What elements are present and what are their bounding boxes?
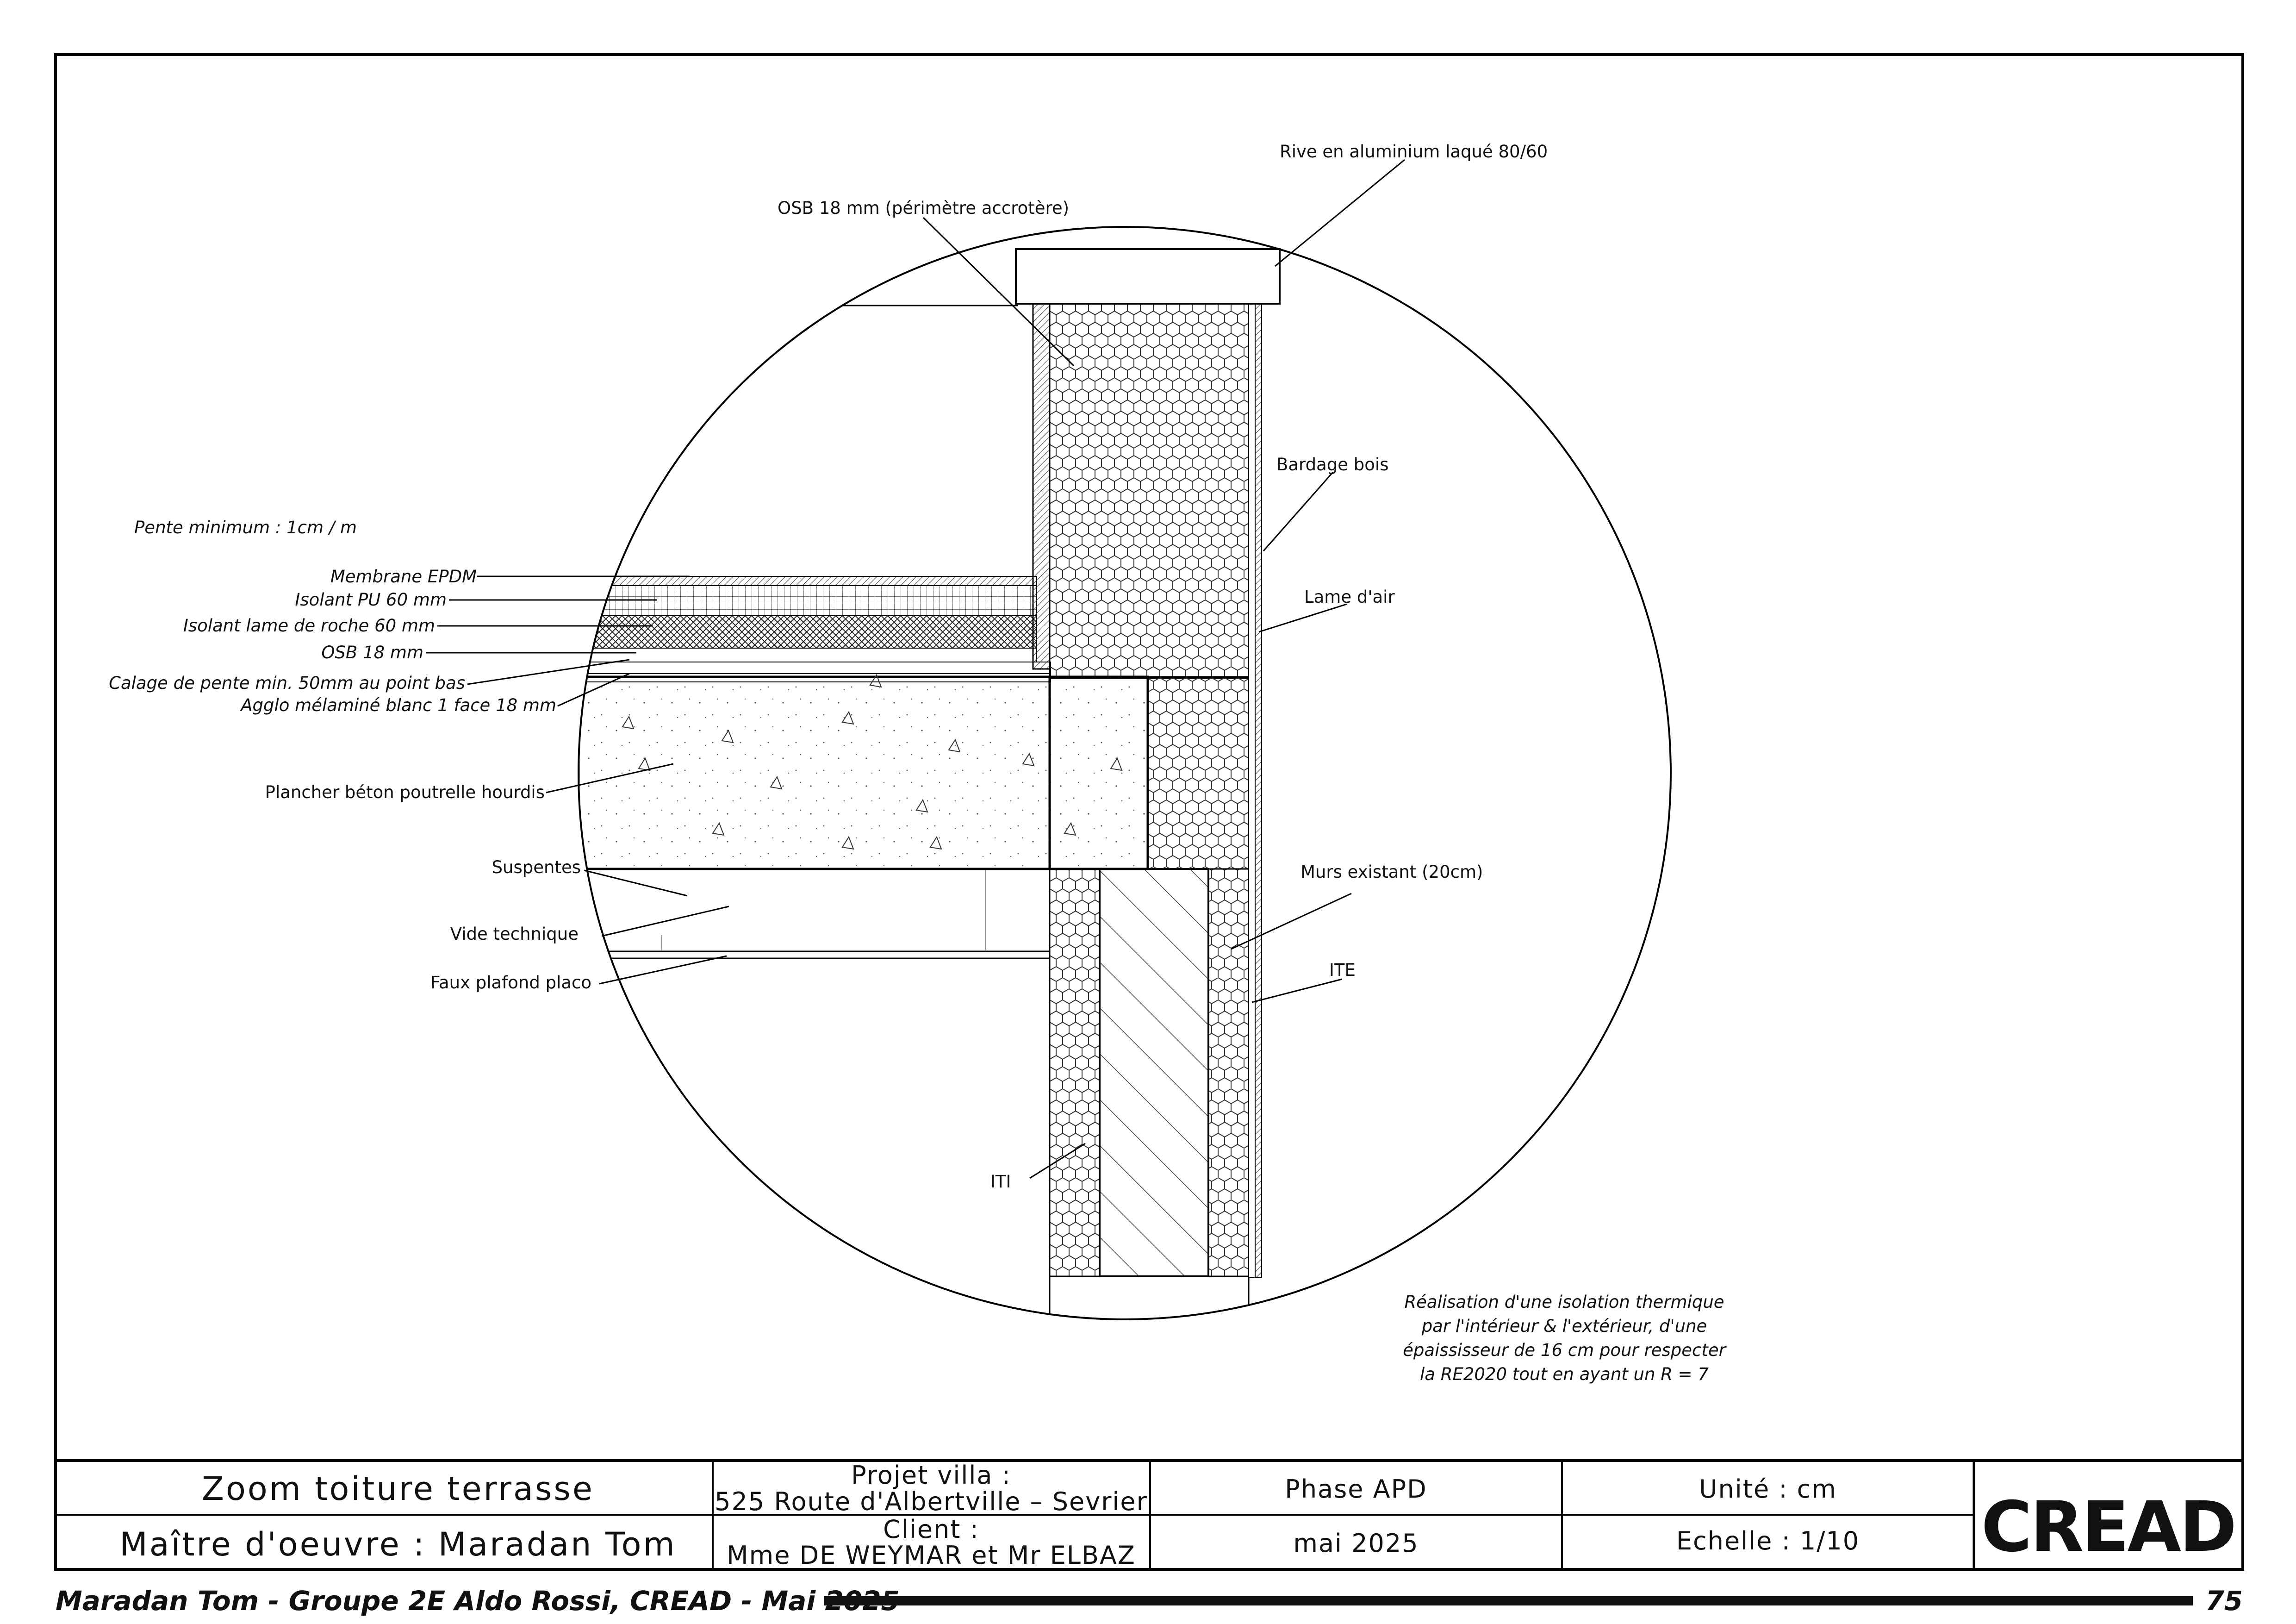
label-murs: Murs existant (20cm) xyxy=(1300,862,1483,882)
drawing-title: Zoom toiture terrasse xyxy=(202,1470,594,1508)
label-membrane: Membrane EPDM xyxy=(330,567,477,587)
label-vide: Vide technique xyxy=(450,924,579,944)
label-faux-plafond: Faux plafond placo xyxy=(430,973,591,993)
leader-lines xyxy=(426,159,1405,1179)
projet-label: Projet villa : xyxy=(851,1461,1011,1490)
label-rive: Rive en aluminium laqué 80/60 xyxy=(1280,142,1548,162)
label-calage: Calage de pente min. 50mm au point bas xyxy=(109,673,465,693)
label-osb-perimetre: OSB 18 mm (périmètre accrotère) xyxy=(778,198,1069,218)
zoom-detail xyxy=(578,226,1672,1320)
client-label: Client : xyxy=(883,1515,979,1544)
projet-address: 525 Route d'Albertville – Sevrier xyxy=(715,1487,1148,1516)
thermal-note: Réalisation d'une isolation thermique pa… xyxy=(1403,1292,1727,1384)
phase: Phase APD xyxy=(1285,1474,1427,1504)
date: mai 2025 xyxy=(1293,1529,1419,1558)
maitre-oeuvre: Maître d'oeuvre : Maradan Tom xyxy=(119,1525,676,1563)
svg-text:épaississeur de 16 cm pour res: épaississeur de 16 cm pour respecter xyxy=(1403,1340,1727,1360)
client-names: Mme DE WEYMAR et Mr ELBAZ xyxy=(727,1541,1136,1570)
label-suspentes: Suspentes xyxy=(492,857,581,877)
label-agglo: Agglo mélaminé blanc 1 face 18 mm xyxy=(240,695,556,715)
label-bardage: Bardage bois xyxy=(1276,455,1388,475)
svg-text:par l'intérieur & l'extérieur,: par l'intérieur & l'extérieur, d'une xyxy=(1421,1316,1707,1336)
svg-text:la RE2020 tout en ayant un R =: la RE2020 tout en ayant un R = 7 xyxy=(1420,1364,1709,1384)
page-footer: Maradan Tom - Groupe 2E Aldo Rossi, CREA… xyxy=(56,1585,2243,1617)
label-lame-air: Lame d'air xyxy=(1304,587,1395,607)
label-ite: ITE xyxy=(1329,960,1356,980)
echelle: Echelle : 1/10 xyxy=(1676,1526,1860,1555)
label-iti: ITI xyxy=(990,1172,1011,1192)
unite: Unité : cm xyxy=(1699,1474,1837,1504)
footer-rule xyxy=(824,1596,2193,1605)
label-isolant-pu: Isolant PU 60 mm xyxy=(295,590,447,610)
title-block: Zoom toiture terrasse Maître d'oeuvre : … xyxy=(56,1459,2243,1570)
label-osb18: OSB 18 mm xyxy=(321,643,423,662)
label-plancher: Plancher béton poutrelle hourdis xyxy=(265,782,545,802)
svg-text:Réalisation d'une isolation th: Réalisation d'une isolation thermique xyxy=(1404,1292,1724,1312)
label-isolant-roche: Isolant lame de roche 60 mm xyxy=(183,616,435,636)
label-pente: Pente minimum : 1cm / m xyxy=(134,518,357,537)
material-labels: Rive en aluminium laqué 80/60 OSB 18 mm … xyxy=(109,142,1548,1192)
footer-credit: Maradan Tom - Groupe 2E Aldo Rossi, CREA… xyxy=(56,1585,900,1617)
cread-logo: CREAD xyxy=(1981,1487,2235,1568)
page-number: 75 xyxy=(2205,1585,2243,1617)
